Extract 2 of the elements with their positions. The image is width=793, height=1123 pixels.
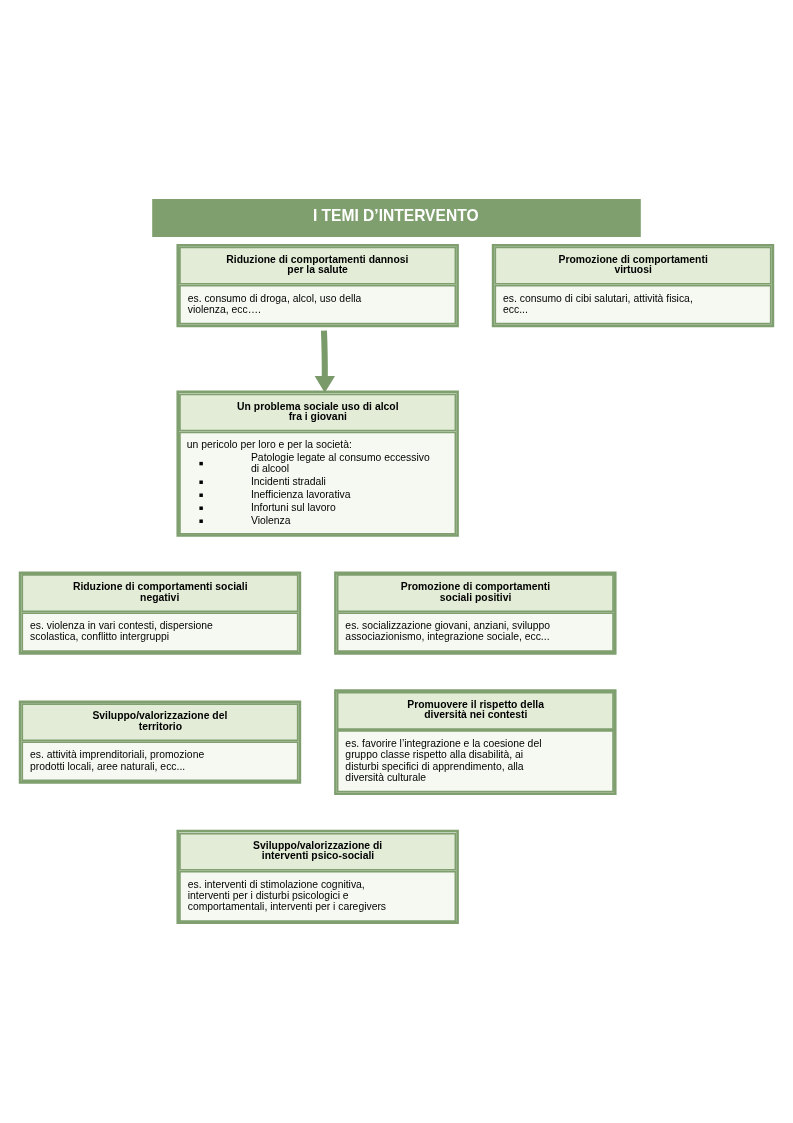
arrow [314,330,335,393]
diagram-title: I TEMI D’INTERVENTO [312,206,479,224]
